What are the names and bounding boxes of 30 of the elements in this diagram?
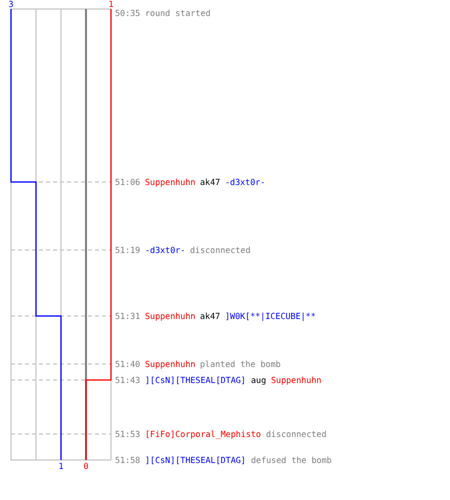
player-name: -d3xt0r- [145,245,186,255]
count-label: 1 [108,0,114,9]
event-text: defused the bomb [251,455,332,465]
count-label: 0 [84,461,89,471]
player-name: Suppenhuhn [145,311,196,321]
player-name: -d3xt0r- [225,177,266,187]
timestamp: 51:53 [115,429,140,439]
player-name: ][CsN][THESEAL[DTAG] [145,455,246,465]
weapon-name: aug [251,375,266,385]
player-name: ]W0K[**|ICECUBE|** [225,311,316,321]
event-text: round started [145,8,211,18]
timestamp: 51:43 [115,375,140,385]
event-text: disconnected [266,429,327,439]
timestamp: 51:06 [115,177,140,187]
event-text: disconnected [190,245,251,255]
player-name: [FiFo]Corporal_Mephisto [145,429,261,439]
timestamp: 51:19 [115,245,140,255]
weapon-name: ak47 [200,177,220,187]
weapon-name: ak47 [200,311,220,321]
timestamp: 51:31 [115,311,140,321]
player-name: Suppenhuhn [145,359,196,369]
timestamp: 51:58 [115,455,140,465]
timestamp: 50:35 [115,8,140,18]
event-text: planted the bomb [200,359,281,369]
player-name: ][CsN][THESEAL[DTAG] [145,375,246,385]
player-name: Suppenhuhn [145,177,196,187]
player-name: Suppenhuhn [271,375,322,385]
count-label: 1 [58,461,64,471]
count-label: 3 [8,0,14,9]
timestamp: 51:40 [115,359,140,369]
